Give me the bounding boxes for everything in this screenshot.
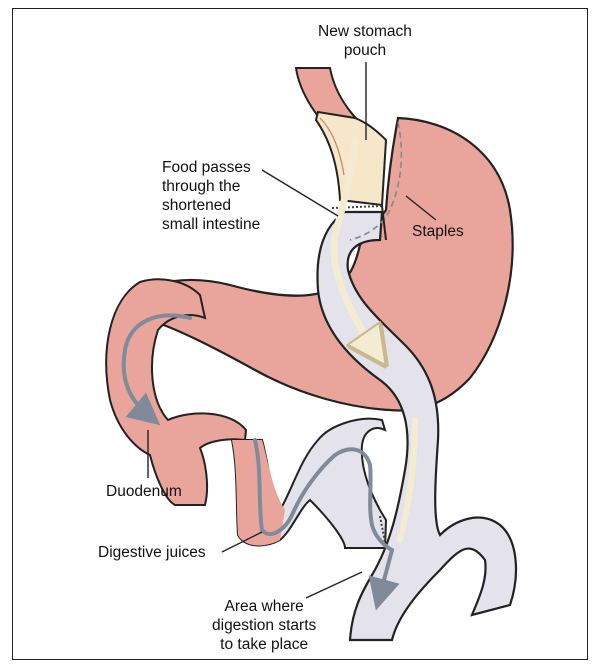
leader-food-passes [262,170,338,216]
label-area-digestion: Area where digestion starts to take plac… [212,597,316,654]
label-digestive-juices: Digestive juices [98,543,206,562]
label-new-stomach-pouch: New stomach pouch [318,22,412,60]
label-food-passes: Food passes through the shortened small … [162,158,260,234]
leader-area-digestion [306,572,362,598]
label-duodenum: Duodenum [106,482,182,501]
label-staples: Staples [412,222,464,241]
